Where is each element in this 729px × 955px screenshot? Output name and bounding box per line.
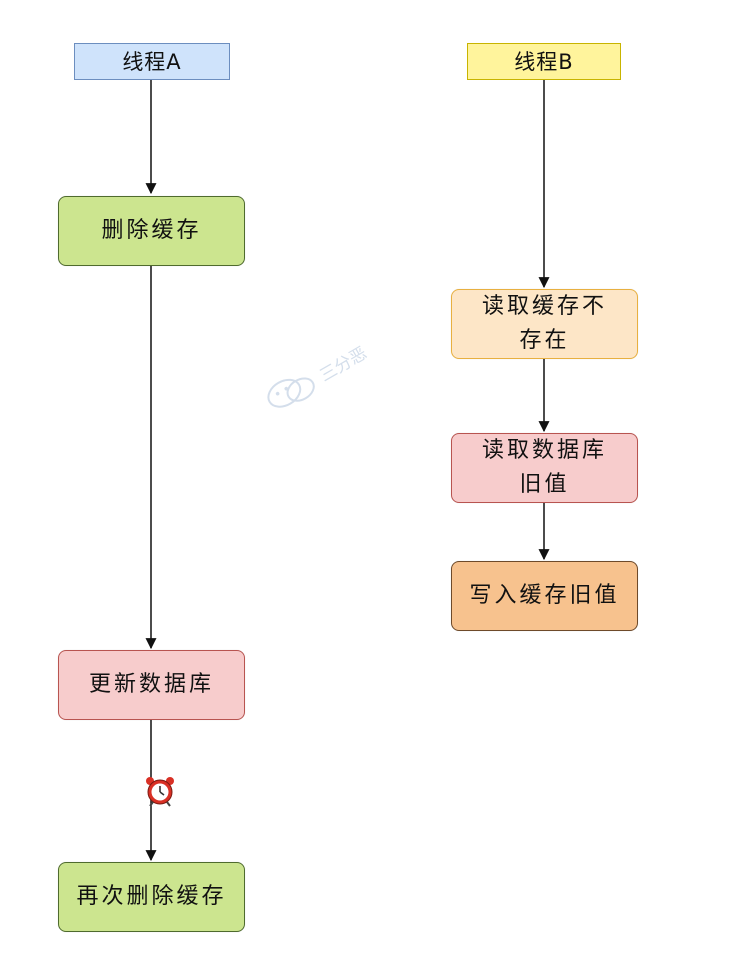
step-b-read-db-old-value: 读取数据库 旧值 xyxy=(451,433,638,503)
step-a-update-db: 更新数据库 xyxy=(58,650,245,720)
thread-b-header-label: 线程B xyxy=(514,49,574,74)
step-a-update-db-label: 更新数据库 xyxy=(88,672,214,697)
wechat-icon xyxy=(267,377,315,408)
step-b-read-cache-miss-line1: 读取缓存不 xyxy=(481,294,607,319)
watermark: 三分恶 xyxy=(260,335,373,420)
step-b-read-db-old-value-line1: 读取数据库 xyxy=(481,438,607,463)
step-a-delete-cache-again-label: 再次删除缓存 xyxy=(76,884,227,909)
step-a-delete-cache-label: 删除缓存 xyxy=(101,218,202,243)
step-b-read-cache-miss: 读取缓存不 存在 xyxy=(451,289,638,359)
thread-a-header-label: 线程A xyxy=(122,49,182,74)
thread-b-header: 线程B xyxy=(467,43,621,80)
step-a-delete-cache-again: 再次删除缓存 xyxy=(58,862,245,932)
step-a-delete-cache: 删除缓存 xyxy=(58,196,245,266)
step-b-write-cache-old-value: 写入缓存旧值 xyxy=(451,561,638,631)
step-b-read-cache-miss-line2: 存在 xyxy=(519,328,570,353)
step-b-read-db-old-value-line2: 旧值 xyxy=(519,472,570,497)
thread-a-header: 线程A xyxy=(74,43,230,80)
alarm-clock-icon xyxy=(146,777,174,807)
step-b-write-cache-old-value-label: 写入缓存旧值 xyxy=(469,583,620,608)
